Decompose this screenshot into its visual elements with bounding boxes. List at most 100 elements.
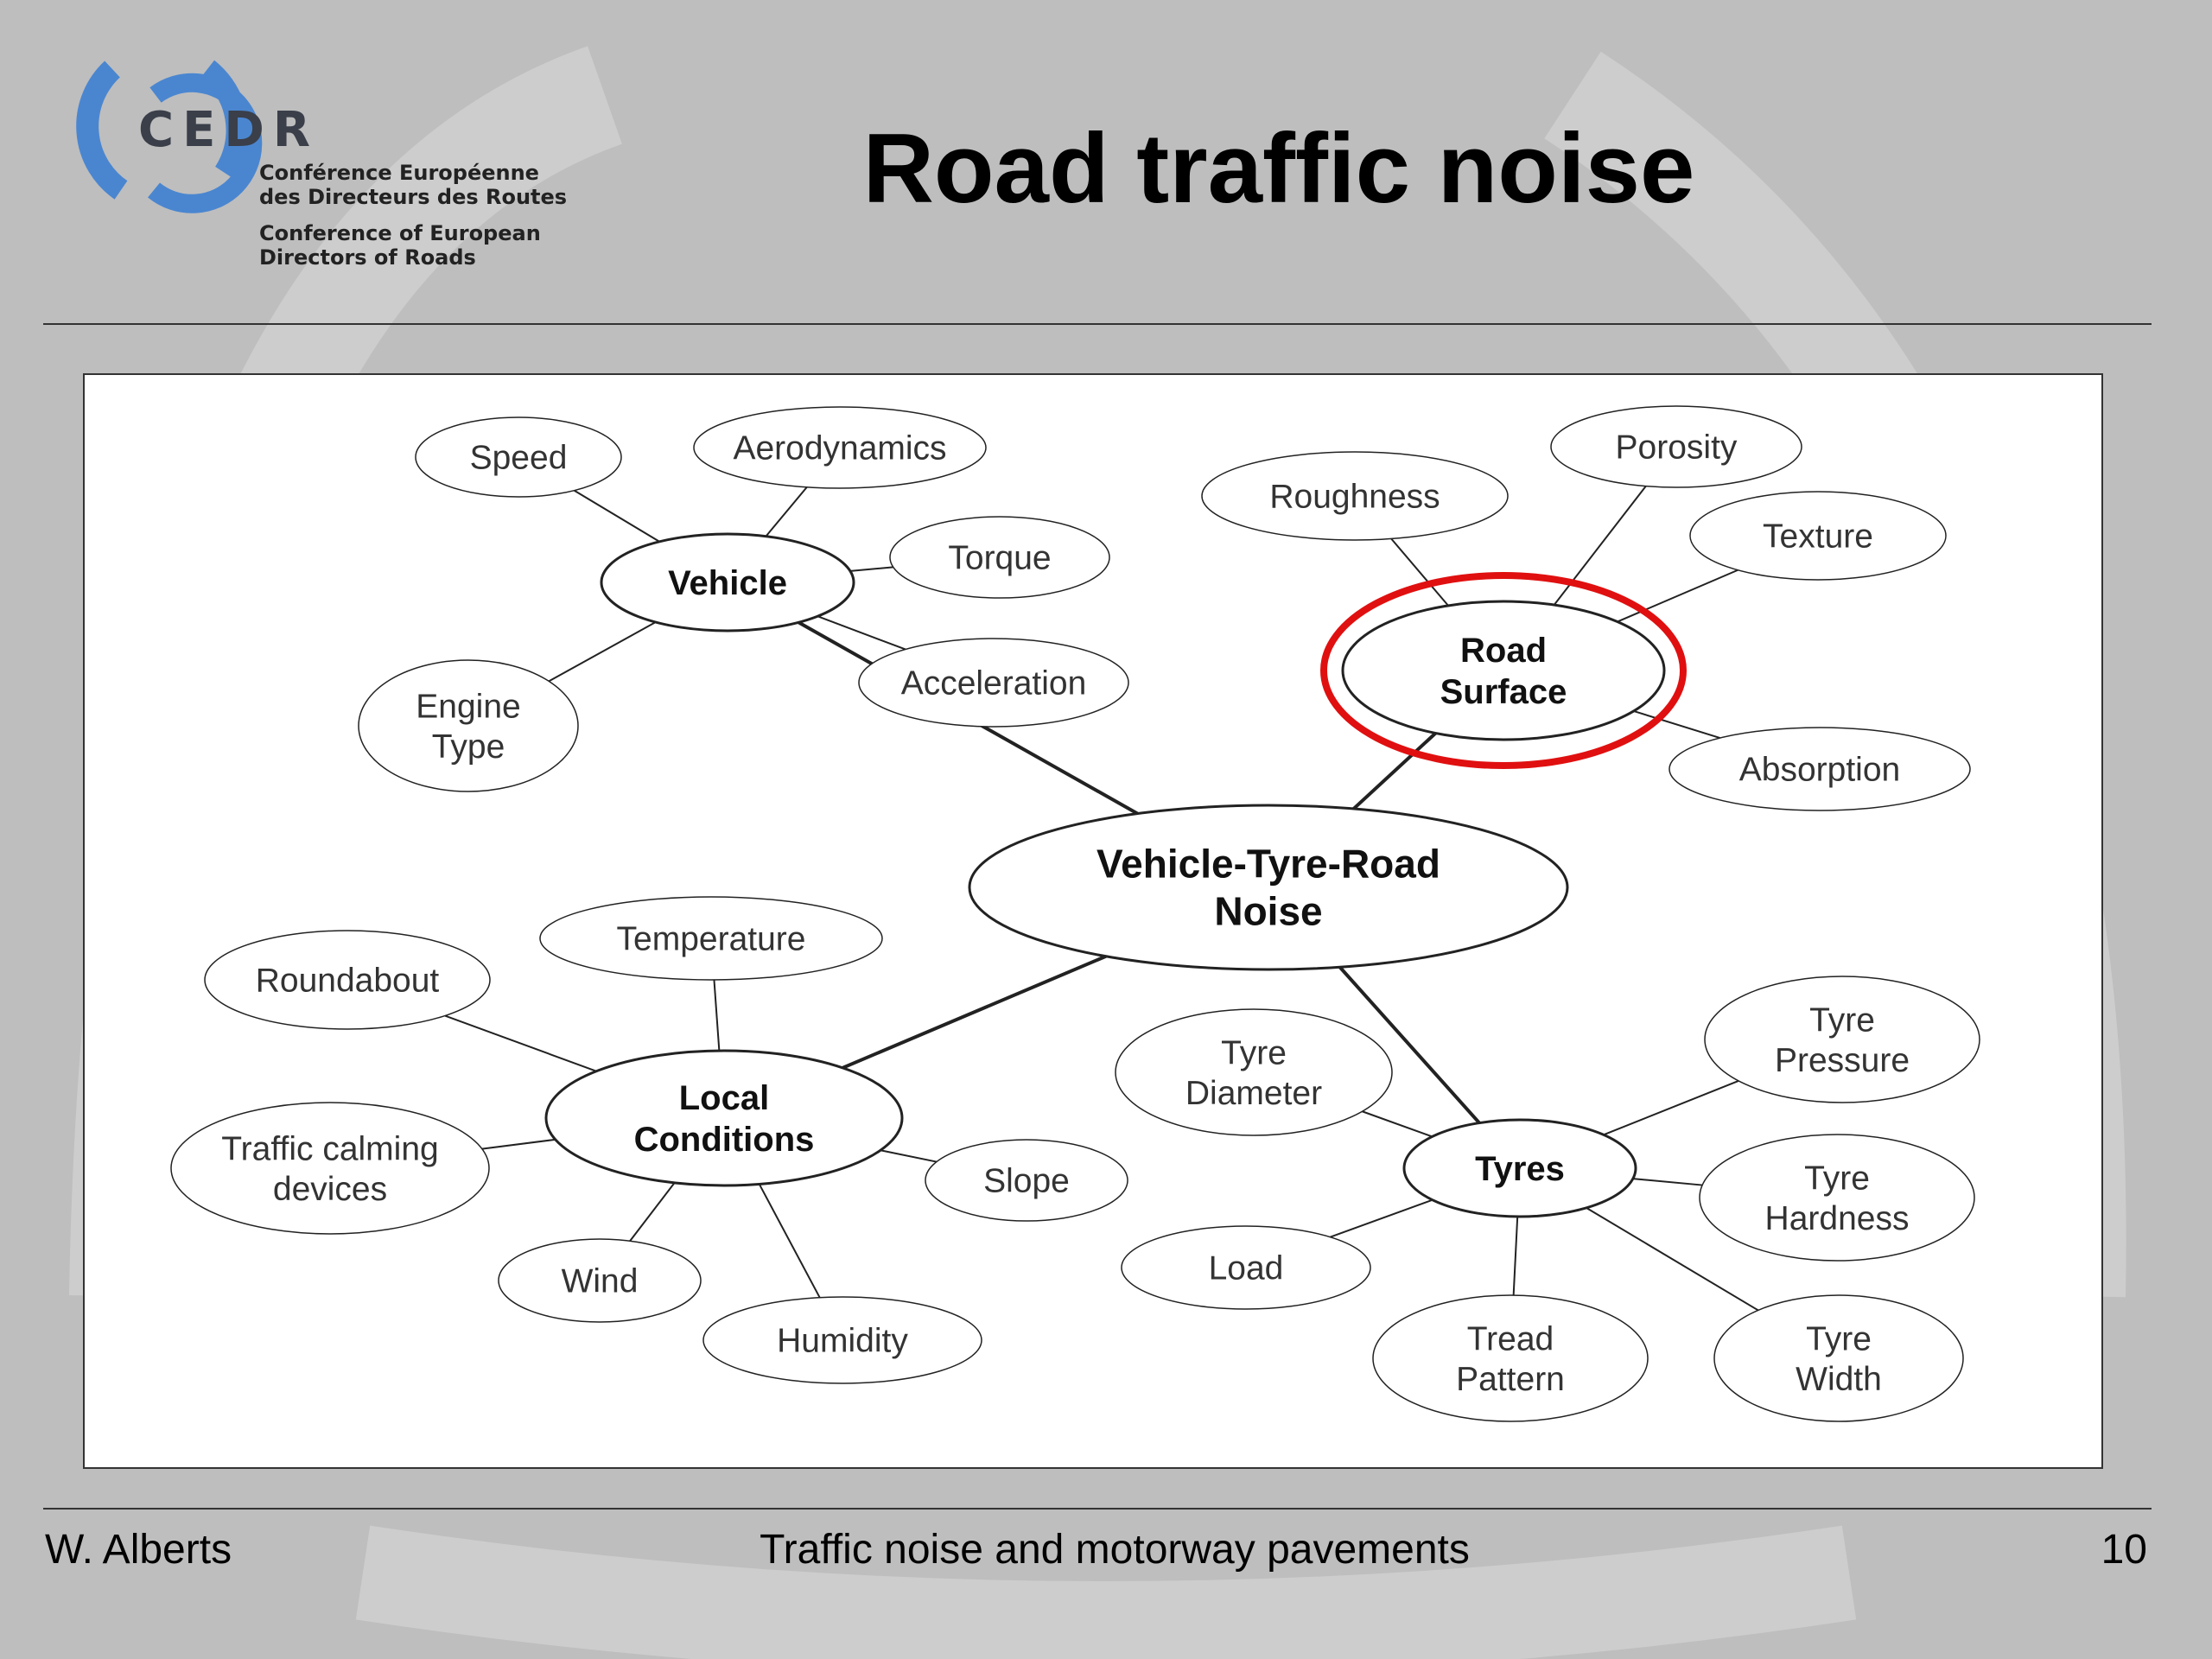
node-label: Vehicle-Tyre-Road <box>1096 842 1440 887</box>
node-label: Roughness <box>1269 479 1440 516</box>
node-tyres: Tyres <box>1402 1118 1637 1218</box>
node-shape <box>1713 1294 1964 1422</box>
node-shape <box>1201 451 1509 541</box>
cedr-logo-mark-icon <box>76 60 263 213</box>
node-absorption: Absorption <box>1669 727 1971 811</box>
page-number: 10 <box>2101 1527 2147 1573</box>
node-shape <box>358 659 579 792</box>
node-shape <box>1372 1294 1649 1422</box>
node-label: Torque <box>948 540 1051 577</box>
node-shape <box>1402 1118 1637 1218</box>
edge-tyres-tyre-pressure <box>1603 1079 1739 1136</box>
node-label: Surface <box>1440 673 1567 711</box>
node-shape <box>170 1102 490 1235</box>
node-shape <box>1689 491 1947 581</box>
edge-local-conditions-humidity <box>758 1183 821 1299</box>
node-label: Road <box>1460 632 1547 670</box>
logo-line: des Directeurs des Routes <box>259 185 568 209</box>
node-humidity: Humidity <box>702 1296 982 1384</box>
node-wind: Wind <box>498 1238 702 1323</box>
node-speed: Speed <box>415 416 622 498</box>
node-label: Tyre <box>1221 1034 1287 1071</box>
highlight-ring-road-surface <box>1320 572 1687 769</box>
node-label: Tyres <box>1475 1150 1565 1188</box>
logo-subtitle-french: Conférence Européenne des Directeurs des… <box>259 161 567 209</box>
node-shape <box>702 1296 982 1384</box>
node-shape <box>925 1139 1128 1222</box>
node-label: Hardness <box>1765 1200 1910 1237</box>
node-shape <box>204 930 491 1030</box>
header-divider <box>43 323 2152 325</box>
node-label: Vehicle <box>668 564 787 602</box>
node-label: Texture <box>1763 518 1873 556</box>
node-load: Load <box>1121 1225 1371 1310</box>
node-label: devices <box>273 1171 387 1208</box>
edge-road-surface-texture <box>1617 569 1738 623</box>
node-roughness: Roughness <box>1201 451 1509 541</box>
node-label: Engine <box>416 688 520 725</box>
node-label: Noise <box>1214 889 1322 934</box>
node-label: Roundabout <box>256 963 440 1000</box>
edge-tyres-tread-pattern <box>1512 1216 1519 1296</box>
node-label: Pattern <box>1456 1361 1565 1398</box>
node-temperature: Temperature <box>539 896 883 981</box>
node-porosity: Porosity <box>1550 405 1802 488</box>
node-shape <box>415 416 622 498</box>
node-aerodynamics: Aerodynamics <box>693 406 987 489</box>
node-label: Tread <box>1467 1320 1554 1357</box>
node-label: Width <box>1796 1361 1882 1398</box>
edge-local-conditions-temperature <box>713 979 721 1052</box>
node-shape <box>600 532 855 632</box>
node-slope: Slope <box>925 1139 1128 1222</box>
node-shape <box>539 896 883 981</box>
node-label: Temperature <box>617 921 806 958</box>
slide-title: Road traffic noise <box>862 114 1695 224</box>
node-label: Wind <box>562 1263 639 1300</box>
node-shape <box>544 1049 904 1187</box>
node-shape <box>1699 1134 1975 1262</box>
node-label: Conditions <box>634 1121 815 1159</box>
footer-divider <box>43 1508 2152 1510</box>
node-shape <box>968 804 1569 971</box>
edge-tyres-load <box>1330 1198 1433 1238</box>
node-label: Acceleration <box>901 665 1087 702</box>
node-label: Humidity <box>777 1323 908 1360</box>
node-vehicle: Vehicle <box>600 532 855 632</box>
node-shape <box>1704 976 1980 1103</box>
edge-vehicle-engine-type <box>548 621 657 683</box>
node-label: Load <box>1209 1250 1284 1287</box>
node-label: Pressure <box>1775 1042 1910 1079</box>
edge-vehicle-speed <box>573 489 660 543</box>
node-traffic-calming: Traffic calming devices <box>170 1102 490 1235</box>
node-shape <box>1115 1008 1393 1136</box>
node-label: Absorption <box>1739 752 1900 789</box>
node-texture: Texture <box>1689 491 1947 581</box>
edge-road-surface-absorption <box>1633 709 1720 740</box>
node-acceleration: Acceleration <box>858 638 1129 728</box>
node-label: Speed <box>470 440 568 477</box>
node-torque: Torque <box>889 516 1110 599</box>
footer-author: W. Alberts <box>45 1527 232 1573</box>
node-shape <box>1550 405 1802 488</box>
edge-center-road-surface <box>1352 732 1437 810</box>
node-label: Type <box>432 728 505 766</box>
edge-local-conditions-slope <box>880 1149 938 1163</box>
node-roundabout: Roundabout <box>204 930 491 1030</box>
node-label: Porosity <box>1616 429 1738 467</box>
node-label: Local <box>679 1079 769 1117</box>
node-shape <box>889 516 1110 599</box>
node-shape <box>858 638 1129 728</box>
node-label: Slope <box>983 1163 1070 1200</box>
node-label: Traffic calming <box>221 1130 438 1167</box>
logo-wordmark: CEDR <box>138 102 319 158</box>
node-label: Diameter <box>1185 1075 1322 1112</box>
